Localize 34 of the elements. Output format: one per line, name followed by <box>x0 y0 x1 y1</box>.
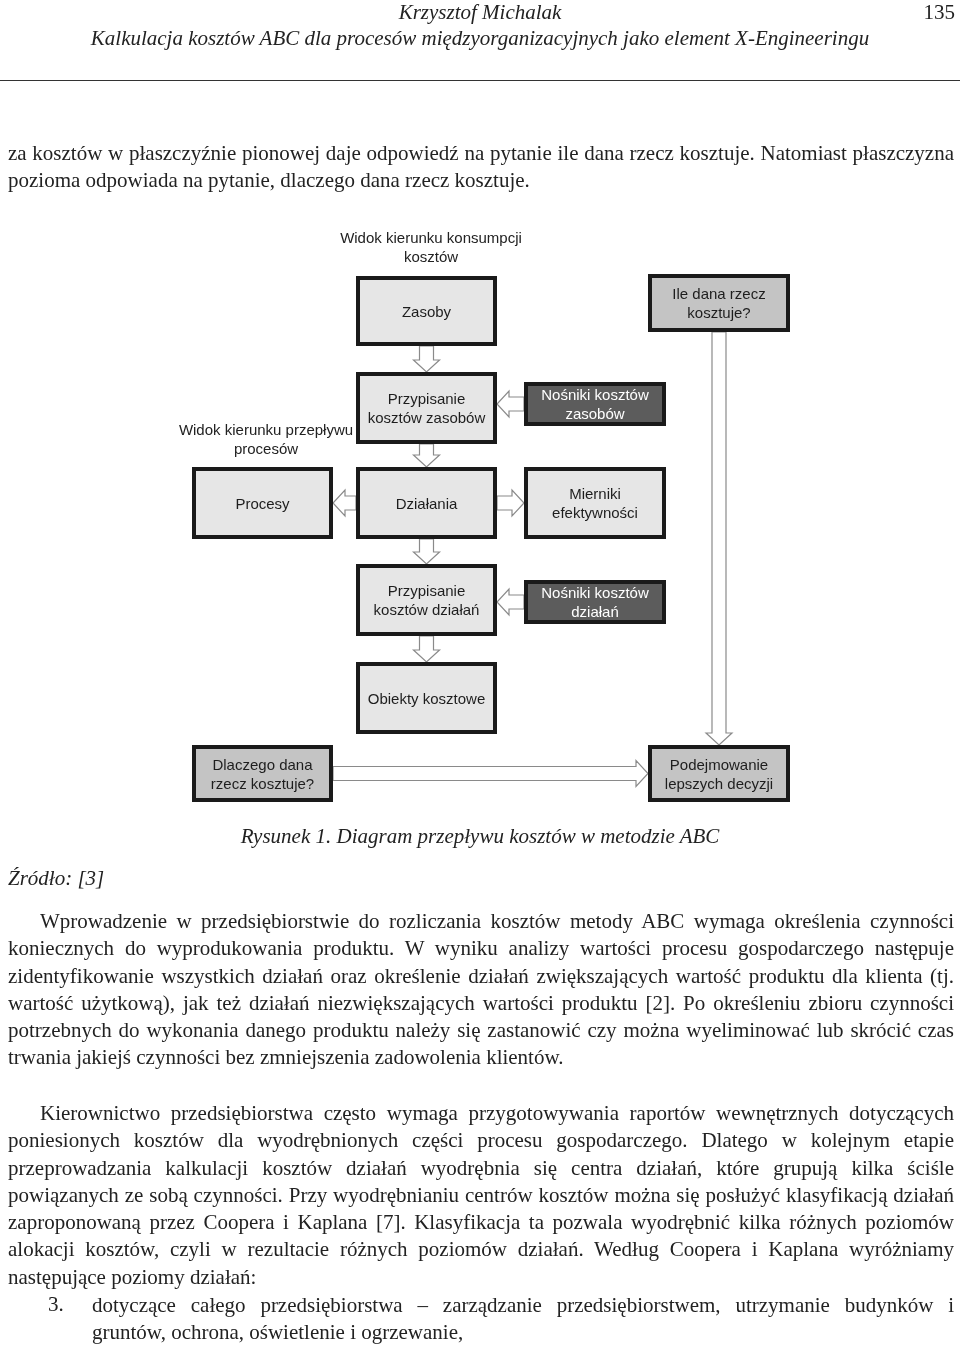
view-direction-label: Widok kierunku konsumpcji kosztów <box>339 228 523 266</box>
process-box: Obiekty kosztowe <box>356 662 497 734</box>
block-arrow <box>496 587 525 617</box>
body-paragraph: Wprowadzenie w przedsiębiorstwie do rozliczania kosztów metody ABC wymaga określenia czynności koniecznych do wyprodukowania produktu. W wyniku analizy wartości procesu gospodarczego następuje zidentyfikowanie wszystkich działań oraz określenie działań zwiększających wartość produktu dla klienta (tj. wartość użytkową), jak też działań niezwiększających wartości produktu [2]. Po określeniu zbioru czynności potrzebnych do wykonania danego produktu należy się zastanowić czy można wyeliminować lub skrócić czas trwania jakiejś czynności bez zmniejszenia zadowolenia klientów. <box>8 908 954 1072</box>
body-paragraph: za kosztów w płaszczyźnie pionowej daje odpowiedź na pytanie ile dana rzecz kosztuje. Natomiast płaszczyzna pozioma odpowiada na pytanie, dlaczego dana rzecz kosztuje. <box>8 140 954 195</box>
driver-box: Nośniki kosztów zasobów <box>524 382 666 426</box>
block-arrow <box>411 345 442 373</box>
list-number: 3. <box>48 1292 65 1317</box>
driver-box: Nośniki kosztów działań <box>524 580 666 624</box>
process-box: Zasoby <box>356 276 497 346</box>
page-number: 135 <box>922 0 955 25</box>
process-box: Procesy <box>192 467 333 539</box>
list-item-text: dotyczące całego przedsiębiorstwa – zarządzanie przedsiębiorstwem, utrzymanie budynków i gruntów, ochrona, oświetlenie i ogrzewanie, <box>92 1292 954 1347</box>
process-box: Przypisanie kosztów działań <box>356 564 497 636</box>
process-box: Mierniki efektywności <box>524 467 666 539</box>
block-arrow <box>411 538 442 565</box>
block-arrow <box>332 758 649 789</box>
block-arrow <box>496 389 525 419</box>
block-arrow <box>411 635 442 663</box>
process-box: Działania <box>356 467 497 539</box>
source-note: Źródło: [3] <box>8 866 106 891</box>
question-box: Ile dana rzecz kosztuje? <box>648 274 790 332</box>
body-paragraph: Kierownictwo przedsiębiorstwa często wymaga przygotowywania raportów wewnętrznych dotyczących poniesionych kosztów dla wyodrębnionych części procesu gospodarczego. Dlatego w kolejnym etapie przeprowadzania kalkulacji kosztów działań wyodrębnia się centra działań, które grupują kilka ściśle powiązanych ze sobą czynności. Przy wyodrębnianiu centrów kosztów można się posłużyć klasyfikacją działań zaproponowaną przez Coopera i Kaplana [7]. Klasyfikacja ta pozwala wyodrębnić kilka różnych poziomów alokacji kosztów, czyli w rezultacie różnych poziomów działań. Według Coopera i Kaplana wyróżniamy następujące poziomy działań: <box>8 1100 954 1291</box>
question-box: Podejmowanie lepszych decyzji <box>648 745 790 802</box>
view-direction-label: Widok kierunku przepływu procesów <box>177 420 355 458</box>
process-box: Przypisanie kosztów zasobów <box>356 372 497 444</box>
running-title: Kalkulacja kosztów ABC dla procesów międzyorganizacyjnych jako element X-Engineeringu <box>89 26 871 51</box>
block-arrow <box>496 488 525 518</box>
block-arrow <box>411 443 442 468</box>
block-arrow <box>332 488 357 518</box>
author-name: Krzysztof Michalak <box>397 0 563 25</box>
block-arrow <box>704 331 734 746</box>
figure-caption: Rysunek 1. Diagram przepływu kosztów w metodzie ABC <box>239 824 721 849</box>
question-box: Dlaczego dana rzecz kosztuje? <box>192 745 333 802</box>
